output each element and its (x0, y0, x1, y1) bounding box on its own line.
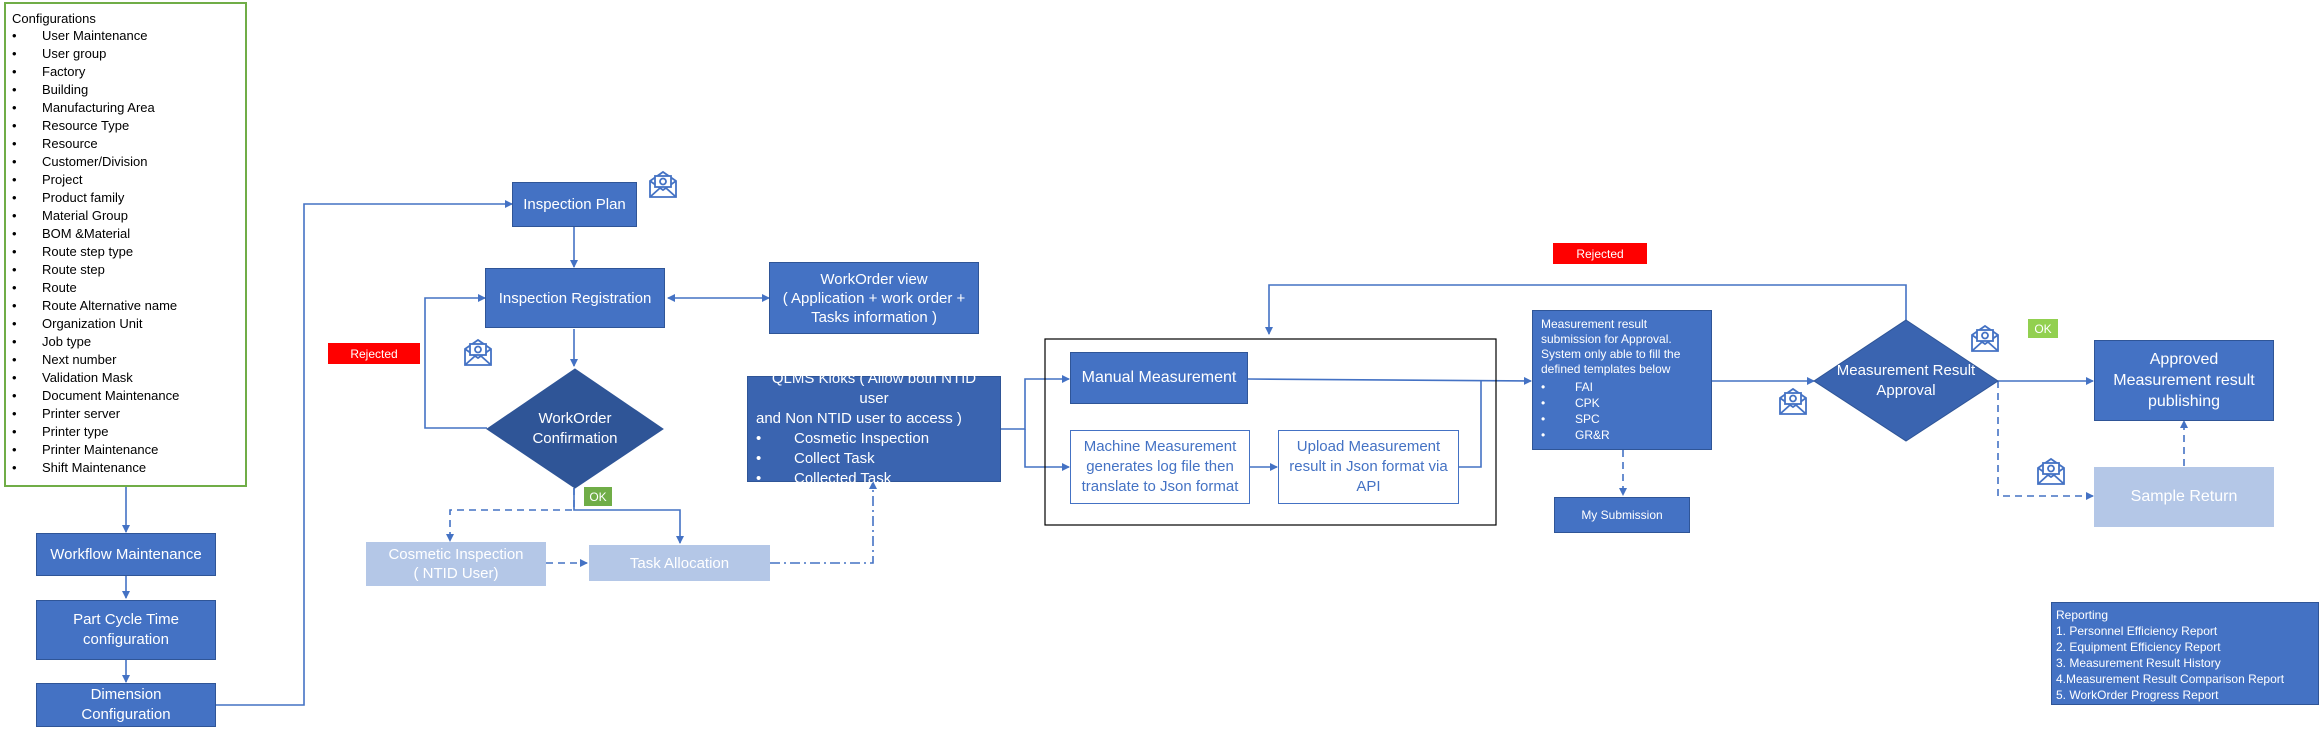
inspection-plan-box[interactable]: Inspection Plan (512, 182, 637, 227)
report-item: 3. Measurement Result History (2056, 656, 2221, 670)
config-item: Factory (12, 63, 245, 81)
config-item: User Maintenance (12, 27, 245, 45)
config-item: Document Maintenance (12, 387, 245, 405)
result-approval-label[interactable]: Measurement Result Approval (1836, 362, 1976, 399)
upload-measurement-box[interactable]: Upload Measurement result in Json format… (1278, 430, 1459, 504)
approved-publishing-box[interactable]: Approved Measurement result publishing (2094, 340, 2274, 421)
report-item: 1. Personnel Efficiency Report (2056, 624, 2218, 638)
part-cycle-time-box[interactable]: Part Cycle Time configuration (36, 600, 216, 660)
report-item: 5. WorkOrder Progress Report (2056, 688, 2219, 702)
mail-icon (1777, 385, 1809, 417)
configurations-list: User MaintenanceUser groupFactoryBuildin… (12, 27, 245, 477)
config-item: Manufacturing Area (12, 99, 245, 117)
reporting-list: 1. Personnel Efficiency Report 2. Equipme… (2056, 623, 2284, 703)
config-item: Route Alternative name (12, 297, 245, 315)
ok-left-tag: OK (584, 487, 612, 506)
configurations-panel: Configurations User MaintenanceUser grou… (4, 2, 247, 487)
config-item: Route step (12, 261, 245, 279)
my-submission-box[interactable]: My Submission (1554, 497, 1690, 533)
workorder-view-box[interactable]: WorkOrder view ( Application + work orde… (769, 262, 979, 334)
submission-template-list: FAICPKSPCGR&R (1541, 379, 1610, 443)
config-item: Building (12, 81, 245, 99)
config-item: Organization Unit (12, 315, 245, 333)
config-item: Route (12, 279, 245, 297)
workorder-confirmation-label[interactable]: WorkOrder Confirmation (532, 410, 618, 447)
mail-icon (647, 168, 679, 200)
rejected-left-tag: Rejected (328, 343, 420, 364)
inspection-registration-box[interactable]: Inspection Registration (485, 268, 665, 328)
kiosk-item: Cosmetic Inspection (756, 429, 929, 449)
config-item: BOM &Material (12, 225, 245, 243)
template-item: SPC (1541, 411, 1610, 427)
config-item: Next number (12, 351, 245, 369)
cosmetic-inspection-box[interactable]: Cosmetic Inspection ( NTID User) (366, 542, 546, 586)
template-item: CPK (1541, 395, 1610, 411)
manual-measurement-box[interactable]: Manual Measurement (1070, 352, 1248, 404)
config-item: Validation Mask (12, 369, 245, 387)
config-item: User group (12, 45, 245, 63)
config-item: Job type (12, 333, 245, 351)
kiosk-item: Collected Task (756, 469, 929, 489)
workorder-confirmation-diamond (486, 368, 664, 489)
sample-return-box[interactable]: Sample Return (2094, 467, 2274, 527)
qlms-kiosk-box[interactable]: QLMS Kioks ( Allow both NTID user and No… (747, 370, 1001, 489)
configurations-title: Configurations (12, 11, 96, 26)
mail-icon (462, 336, 494, 368)
config-item: Route step type (12, 243, 245, 261)
config-item: Shift Maintenance (12, 459, 245, 477)
config-item: Printer Maintenance (12, 441, 245, 459)
measurement-submission-box[interactable]: Measurement result submission for Approv… (1532, 310, 1712, 450)
report-item: 2. Equipment Efficiency Report (2056, 640, 2221, 654)
result-approval-diamond (1813, 319, 1999, 442)
mail-icon (1969, 322, 2001, 354)
config-item: Resource Type (12, 117, 245, 135)
report-item: 4.Measurement Result Comparison Report (2056, 672, 2285, 686)
config-item: Printer type (12, 423, 245, 441)
template-item: FAI (1541, 379, 1610, 395)
machine-measurement-box[interactable]: Machine Measurement generates log file t… (1070, 430, 1250, 504)
config-item: Resource (12, 135, 245, 153)
kiosk-list: Cosmetic InspectionCollect TaskCollected… (756, 429, 929, 489)
task-allocation-box[interactable]: Task Allocation (589, 545, 770, 581)
template-item: GR&R (1541, 427, 1610, 443)
mail-icon (2035, 455, 2067, 487)
config-item: Printer server (12, 405, 245, 423)
reporting-box[interactable]: Reporting 1. Personnel Efficiency Report… (2051, 602, 2319, 705)
config-item: Product family (12, 189, 245, 207)
rejected-top-tag: Rejected (1553, 243, 1647, 264)
config-item: Customer/Division (12, 153, 245, 171)
workflow-maintenance-box[interactable]: Workflow Maintenance (36, 533, 216, 576)
dimension-configuration-box[interactable]: Dimension Configuration (36, 683, 216, 727)
config-item: Material Group (12, 207, 245, 225)
kiosk-item: Collect Task (756, 449, 929, 469)
config-item: Project (12, 171, 245, 189)
ok-right-tag: OK (2028, 319, 2058, 338)
